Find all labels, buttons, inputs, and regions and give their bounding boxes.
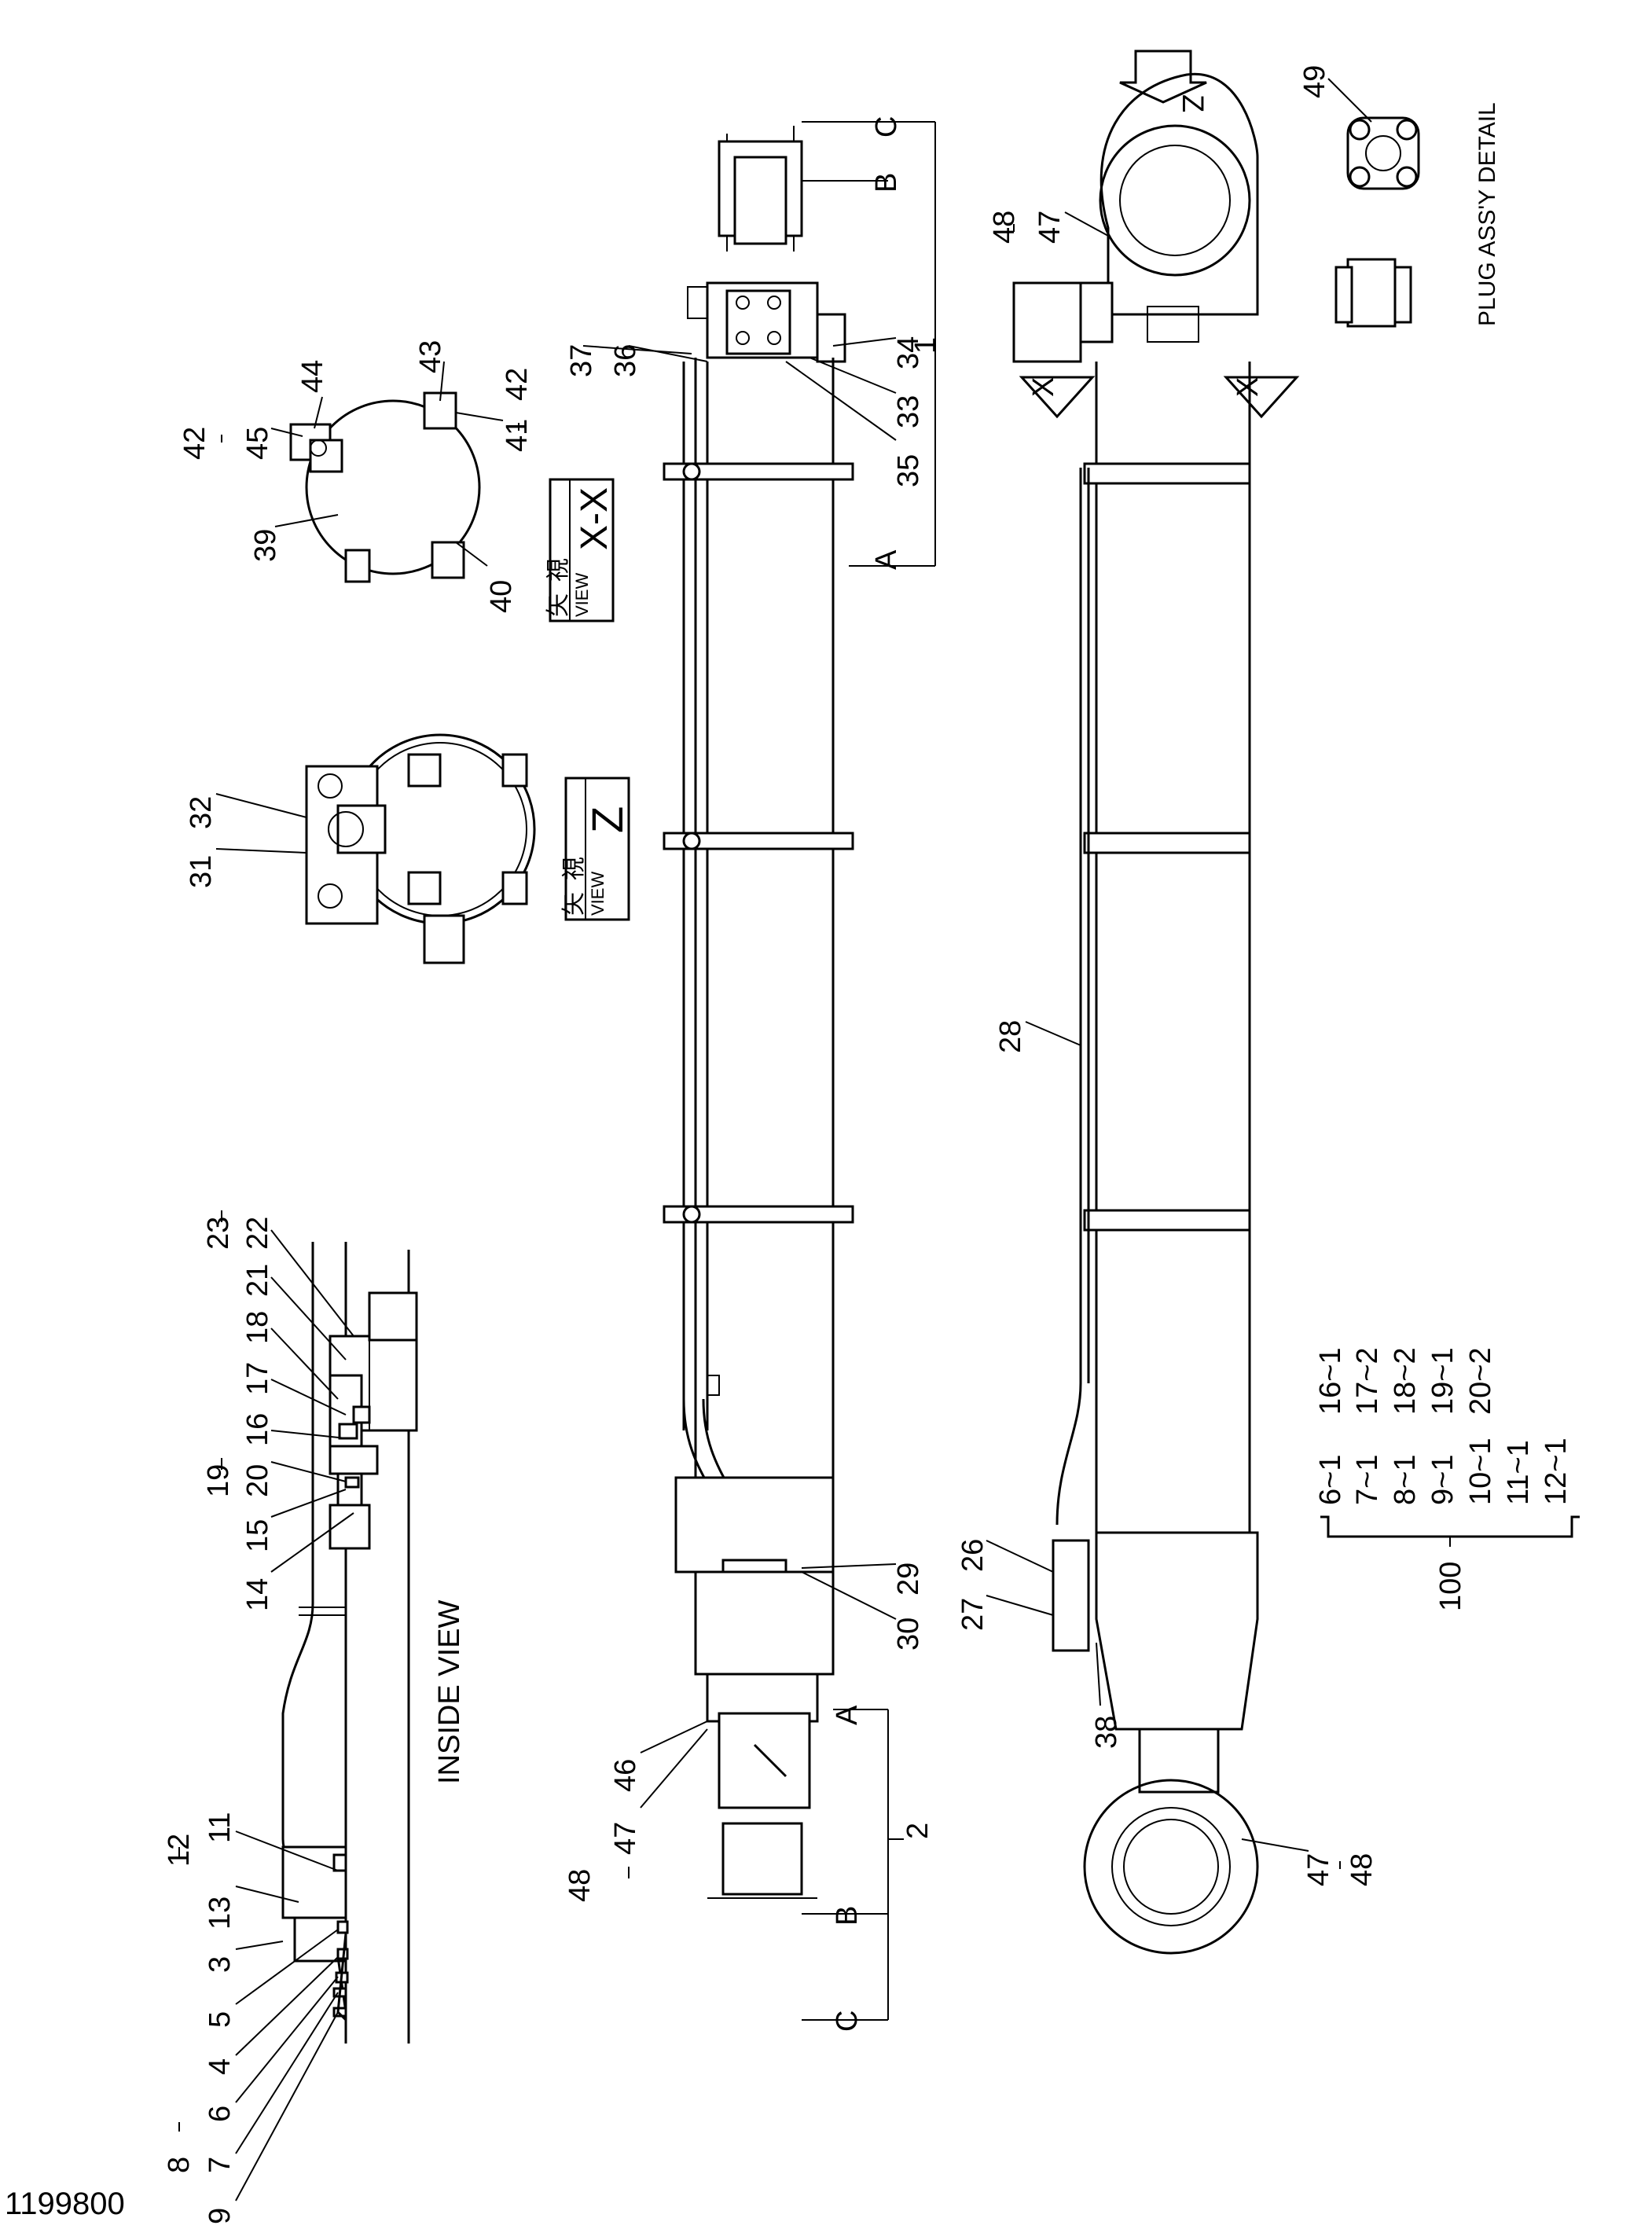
callout-36: 36 bbox=[609, 344, 642, 377]
callout-22: 22 bbox=[241, 1217, 274, 1250]
callout-45: 45 bbox=[241, 427, 274, 460]
view-z-kanji-1: 矢 bbox=[561, 892, 587, 916]
callout-6: 6 bbox=[204, 2106, 237, 2122]
callout-27: 27 bbox=[956, 1598, 989, 1631]
plug-assy-detail: 49 PLUG ASS'Y DETAIL bbox=[1298, 65, 1500, 328]
callout-26: 26 bbox=[956, 1539, 989, 1572]
view-xx-word: VIEW bbox=[572, 573, 592, 617]
letter-b-top: B bbox=[870, 173, 903, 193]
callout-21: 21 bbox=[241, 1264, 274, 1297]
callout-41: 41 bbox=[501, 419, 534, 452]
arrow-x-left-label: X bbox=[1027, 377, 1060, 397]
callout-5: 5 bbox=[204, 2011, 237, 2028]
callout-42-right: 42 bbox=[501, 368, 534, 401]
callout-30: 30 bbox=[892, 1618, 925, 1651]
callout-18: 18 bbox=[241, 1311, 274, 1344]
callout-49: 49 bbox=[1298, 65, 1331, 98]
callout-29: 29 bbox=[892, 1563, 925, 1596]
callout-40: 40 bbox=[485, 580, 518, 613]
cylinder-lower-callouts: 48 47 28 27 26 38 47 48 bbox=[956, 211, 1379, 1886]
callout-48-lower-top: 48 bbox=[988, 211, 1021, 244]
arrow-x-right-label: X bbox=[1232, 377, 1265, 397]
callout-42-left: 42 bbox=[178, 427, 211, 460]
letter-a-top: A bbox=[870, 549, 903, 570]
document-number: 1199800 bbox=[5, 2187, 125, 2221]
callout-14: 14 bbox=[241, 1578, 274, 1611]
callout-47-lower-bottom: 47 bbox=[1302, 1853, 1335, 1886]
parts-kit-100: 100 6~1 7~1 8~1 9~1 10~1 11~1 12~1 16~1 … bbox=[1314, 1347, 1580, 1611]
view-xx: 矢 視 VIEW X-X bbox=[289, 391, 615, 622]
callout-23: 23 bbox=[202, 1217, 235, 1250]
kit-c1-r5: 10~1 bbox=[1464, 1438, 1497, 1505]
inside-view-title: INSIDE VIEW bbox=[433, 1600, 466, 1784]
callout-39: 39 bbox=[249, 529, 282, 562]
callout-8: 8 bbox=[163, 2157, 196, 2173]
view-xx-kanji-2: 視 bbox=[545, 558, 571, 582]
kit-c1-r3: 8~1 bbox=[1389, 1455, 1422, 1505]
callout-1: 1 bbox=[909, 337, 942, 354]
callout-48-lower-bottom: 48 bbox=[1345, 1853, 1379, 1886]
view-z-kanji-2: 視 bbox=[561, 857, 587, 880]
callout-28: 28 bbox=[994, 1020, 1027, 1053]
kit-c1-r6: 11~1 bbox=[1502, 1440, 1535, 1505]
callout-17: 17 bbox=[241, 1362, 274, 1395]
callout-4: 4 bbox=[204, 2058, 237, 2075]
callout-47-upper: 47 bbox=[609, 1822, 642, 1855]
kit-label: 100 bbox=[1434, 1562, 1467, 1611]
kit-c2-r4: 19~1 bbox=[1426, 1347, 1459, 1415]
callout-15: 15 bbox=[241, 1519, 274, 1552]
callout-47-lower-top: 47 bbox=[1033, 211, 1066, 244]
callout-31: 31 bbox=[185, 855, 218, 888]
callout-3: 3 bbox=[204, 1956, 237, 1973]
view-z: 矢 視 VIEW Z bbox=[305, 733, 632, 964]
kit-c1-r7: 12~1 bbox=[1540, 1438, 1573, 1505]
callout-34: 34 bbox=[892, 336, 925, 369]
kit-c2-r5: 20~2 bbox=[1464, 1347, 1497, 1415]
cylinder-lower: Z X X bbox=[1012, 50, 1300, 1955]
plug-detail-title: PLUG ASS'Y DETAIL bbox=[1474, 102, 1500, 326]
kit-c1-r2: 7~1 bbox=[1351, 1455, 1384, 1505]
callout-46: 46 bbox=[609, 1759, 642, 1792]
kit-c1-r4: 9~1 bbox=[1426, 1455, 1459, 1505]
kit-c2-r3: 18~2 bbox=[1389, 1347, 1422, 1415]
letter-b-bottom: B bbox=[831, 1906, 864, 1926]
letter-c-bottom: C bbox=[831, 2011, 864, 2032]
callout-33: 33 bbox=[892, 395, 925, 428]
callout-2: 2 bbox=[901, 1823, 934, 1839]
callout-38: 38 bbox=[1090, 1716, 1123, 1749]
kit-c2-r2: 17~2 bbox=[1351, 1347, 1384, 1415]
cylinder-upper bbox=[663, 126, 854, 1899]
callout-32: 32 bbox=[185, 796, 218, 829]
callout-7: 7 bbox=[204, 2157, 237, 2173]
view-xx-letter: X-X bbox=[574, 487, 615, 550]
callout-19: 19 bbox=[202, 1464, 235, 1497]
callout-16: 16 bbox=[241, 1413, 274, 1446]
view-z-word: VIEW bbox=[588, 872, 608, 916]
callout-37: 37 bbox=[565, 344, 598, 377]
cylinder-upper-callouts: 37 36 35 33 34 1 30 29 48 47 46 2 C B A bbox=[564, 116, 942, 2032]
callout-48-upper: 48 bbox=[564, 1869, 597, 1902]
kit-c2-r1: 16~1 bbox=[1314, 1347, 1347, 1415]
callout-11: 11 bbox=[204, 1812, 237, 1843]
callout-9: 9 bbox=[204, 2208, 237, 2224]
callout-43: 43 bbox=[414, 340, 447, 373]
view-xx-callouts: 39 40 41 42 43 44 45 42 bbox=[178, 340, 534, 613]
inside-view: INSIDE VIEW bbox=[281, 1242, 466, 2044]
letter-c-top: C bbox=[870, 116, 903, 138]
view-z-letter: Z bbox=[582, 806, 632, 833]
kit-c1-r1: 6~1 bbox=[1314, 1455, 1347, 1505]
callout-20: 20 bbox=[241, 1464, 274, 1497]
callout-13: 13 bbox=[204, 1897, 237, 1930]
callout-44: 44 bbox=[296, 360, 329, 393]
arrow-z-label: Z bbox=[1176, 94, 1209, 112]
callout-35: 35 bbox=[892, 454, 925, 487]
inside-view-callouts: 12 11 13 3 5 4 6 7 8 9 10 14 15 20 19 16… bbox=[163, 1210, 354, 2224]
view-z-callouts: 31 32 bbox=[185, 793, 307, 888]
view-xx-kanji-1: 矢 bbox=[545, 593, 571, 617]
letter-a-bottom: A bbox=[831, 1705, 864, 1725]
